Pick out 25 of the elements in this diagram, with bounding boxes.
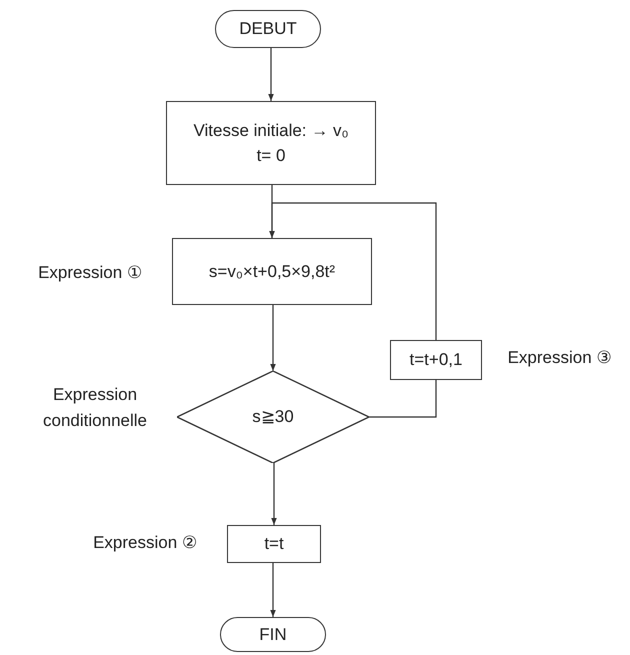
node-caption: Expression ③	[506, 347, 612, 369]
node-text: s=v₀×t+0,5×9,8t²	[208, 260, 336, 283]
process-box	[227, 525, 321, 563]
terminal-box	[215, 10, 321, 48]
node-text: DEBUT	[239, 18, 297, 40]
arrow	[268, 48, 274, 101]
decision-diamond	[177, 371, 369, 463]
node-caption: Expression ②	[92, 532, 198, 554]
node-text: s≧30	[252, 406, 294, 428]
node-text: t=t	[264, 533, 284, 556]
arrow	[270, 563, 276, 617]
node-text: t=t+0,1	[410, 349, 462, 372]
node-caption: Expression conditionnelle	[42, 384, 148, 432]
process-box	[172, 238, 372, 305]
connector-line	[369, 380, 437, 418]
arrow	[270, 305, 276, 371]
arrow	[271, 463, 277, 525]
node-text: Vitesse initiale: → v₀	[193, 120, 349, 142]
arrow	[269, 202, 437, 340]
terminal-box	[220, 617, 326, 652]
node-caption: Expression ①	[37, 262, 143, 284]
process-box	[166, 101, 376, 185]
node-text: t= 0	[256, 145, 286, 167]
process-box	[390, 340, 482, 380]
node-text: FIN	[259, 624, 287, 646]
